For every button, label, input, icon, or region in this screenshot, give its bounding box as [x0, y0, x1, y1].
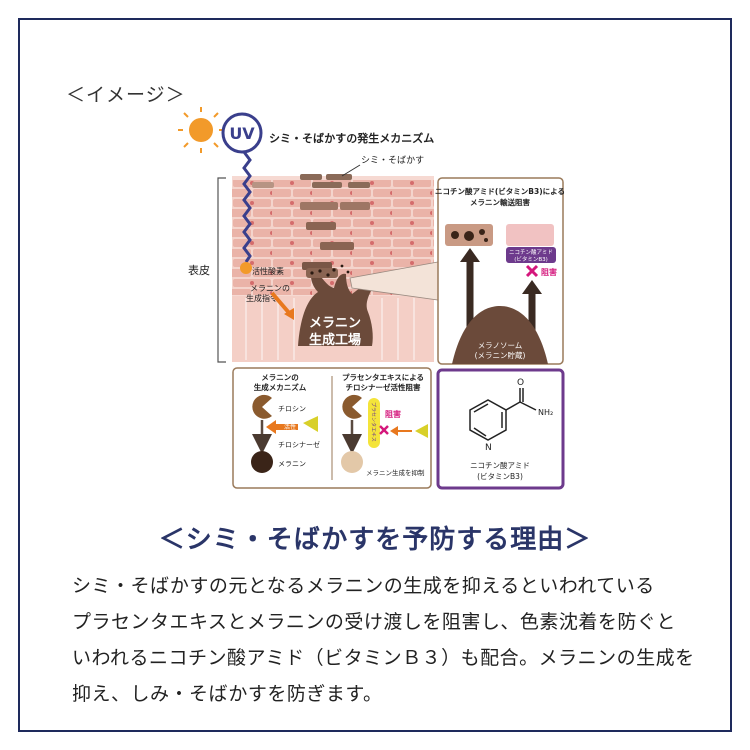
uv-label: UV: [229, 124, 255, 143]
diagram-title: シミ・そばかすの発生メカニズム: [269, 131, 434, 145]
suppressed-melanin-icon: [341, 451, 363, 473]
placenta-extract-capsule: [368, 398, 380, 448]
melanin-label: メラニン: [278, 460, 306, 468]
active-arrow: [266, 420, 298, 434]
epidermis-label: 表皮: [188, 263, 210, 277]
epidermis-bracket: [217, 177, 226, 363]
body-text-line: プラセンタエキスとメラニンの受け渡しを阻害し、色素沈着を防ぐと: [72, 611, 676, 633]
suppress-label: メラニン生成を抑制: [366, 468, 425, 477]
block-cross-icon: [525, 264, 539, 278]
body-text-line: 抑え、しみ・そばかすを防ぎます。: [72, 683, 383, 705]
active-label: 活性: [284, 423, 296, 431]
niacinamide-tag-2: (ビタミンB3): [514, 255, 548, 263]
tyrosine-icon: [252, 394, 272, 419]
outer-frame: [18, 18, 732, 732]
active-oxygen-icon: [240, 262, 252, 274]
inhibit-tyrosinase-icon: [415, 424, 428, 438]
signal-arrow-head: [284, 308, 294, 320]
sun-icon: [178, 107, 224, 153]
melanosome-label-2: (メラニン貯蔵): [475, 350, 526, 360]
uv-ray: [242, 151, 252, 263]
molecule-box: [436, 368, 565, 490]
body-text-line: いわれるニコチン酸アミド（ビタミンＢ３）も配合。メラニンの生成を: [72, 647, 695, 669]
inhibit-block-label: 阻害: [385, 409, 401, 419]
molecule-name-2: (ビタミンB3): [477, 472, 523, 481]
active-oxygen-label: 活性酸素: [252, 266, 284, 276]
signal-arrow: [270, 291, 292, 316]
protected-keratinocyte: [506, 224, 554, 246]
niacinamide-tag-1: ニコチン酸アミド: [509, 248, 553, 256]
tyrosine-label: チロシン: [278, 405, 306, 413]
placenta-extract-label: プラセンタエキス: [370, 402, 377, 442]
melanin-signal-label-1: メラニンの: [250, 284, 290, 293]
blocked-arrow-head: [522, 280, 542, 294]
melanin-icon: [251, 451, 273, 473]
transported-melanin-dots: [451, 229, 488, 242]
inhibit-tyrosine-icon: [342, 394, 362, 419]
inhibit-active-arrow: [390, 426, 412, 436]
transport-label: メラニンの輸送: [452, 276, 462, 333]
inhibit-cross-icon: [379, 425, 389, 435]
melanin-factory-cell: [298, 270, 374, 346]
melanin-dots: [310, 264, 350, 277]
tyrosinase-icon: [303, 416, 318, 432]
melanosome: [452, 306, 548, 364]
molecule-name-1: ニコチン酸アミド: [470, 460, 530, 470]
inhibit-title-1: プラセンタエキスによる: [342, 372, 424, 382]
transport-block-label: 阻害: [541, 267, 557, 277]
transport-title-1: ニコチン酸アミド(ビタミンB3)による: [435, 186, 565, 196]
nh2-label: NH₂: [538, 408, 553, 417]
melanosome-label-1: メラノソーム: [478, 341, 523, 350]
mechanism-title-1: メラニンの: [261, 373, 299, 382]
mechanism-title-2: 生成メカニズム: [254, 382, 307, 392]
inhibit-title-2: チロシナーゼ活性阻害: [346, 382, 421, 392]
spot-pointer: [341, 164, 361, 177]
melanin-granules: [306, 268, 338, 278]
niacinamide-structure: [469, 388, 537, 441]
melanin-signal-label-2: 生成指令: [246, 293, 278, 303]
image-caption: ＜イメージ＞: [66, 84, 186, 106]
niacinamide-tag: [506, 247, 556, 263]
oxygen-label: O: [517, 378, 524, 388]
factory-label-2: 生成工場: [309, 332, 361, 348]
uv-circle: [221, 112, 263, 154]
transport-title-2: メラニン輸送阻害: [470, 197, 530, 207]
tyrosinase-label: チロシナーゼ: [278, 440, 320, 449]
spot-label: シミ・そばかす: [361, 155, 424, 166]
body-text-line: シミ・そばかすの元となるメラニンの生成を抑えるといわれている: [72, 575, 655, 597]
nitrogen-label: N: [485, 443, 492, 453]
factory-label-1: メラニン: [309, 316, 361, 331]
transport-arrow-head: [460, 248, 480, 262]
reason-heading: ＜シミ・そばかすを予防する理由＞: [158, 525, 592, 555]
